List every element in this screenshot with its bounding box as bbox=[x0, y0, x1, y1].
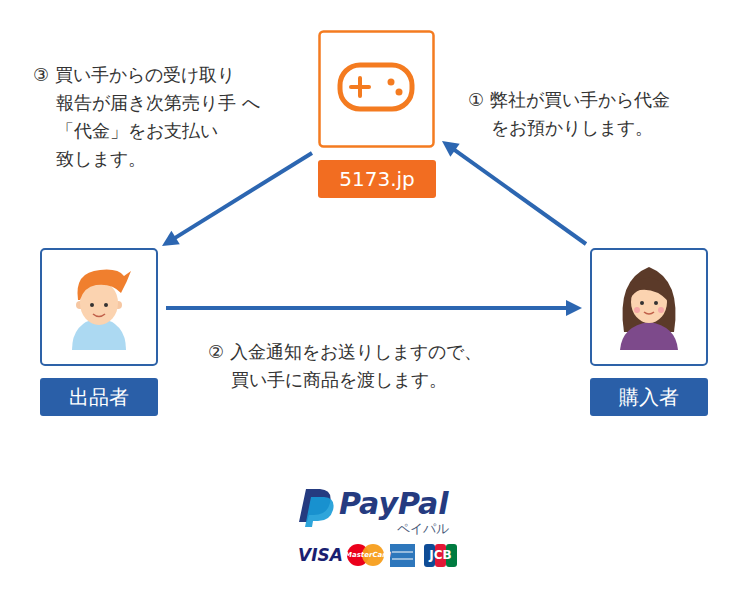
paypal-mark bbox=[305, 497, 334, 527]
gamepad-cross bbox=[358, 78, 362, 96]
card-brand: JCB bbox=[424, 547, 457, 563]
step-label: ③ 買い手からの受け取り 報告が届き次第売り手 へ「代金」をお支払い 致します。 bbox=[33, 61, 306, 173]
man-hair bbox=[77, 270, 131, 300]
woman-blush bbox=[634, 307, 640, 313]
amex-stripe bbox=[392, 559, 413, 560]
flow-arrow bbox=[162, 153, 312, 246]
buyer-node: 購入者 bbox=[590, 248, 708, 418]
arrow-head bbox=[162, 231, 180, 246]
amex-stripe bbox=[392, 552, 413, 553]
node-label: 出品者 bbox=[40, 378, 158, 416]
man-eye bbox=[90, 303, 94, 307]
step-label: ② 入金通知をお送りしますので、 買い手に商品を渡します。 bbox=[208, 338, 561, 394]
arrow-line bbox=[453, 149, 586, 244]
woman-bangs bbox=[630, 278, 668, 301]
site-node: 5173.jp bbox=[318, 30, 436, 200]
man-mouth bbox=[93, 314, 105, 317]
gamepad-button bbox=[388, 79, 395, 86]
woman-eye bbox=[640, 301, 644, 305]
flow-arrow bbox=[442, 141, 586, 244]
node-label: 購入者 bbox=[590, 378, 708, 416]
brand-reading: ペイパル bbox=[397, 521, 449, 536]
seller-node: 出品者 bbox=[40, 248, 158, 418]
arrow-line bbox=[166, 306, 568, 310]
gamepad-button bbox=[396, 89, 403, 96]
person-box bbox=[41, 249, 157, 365]
man-eye bbox=[104, 303, 108, 307]
woman-mouth bbox=[644, 312, 654, 314]
woman-eye bbox=[654, 301, 658, 305]
gamepad-icon bbox=[340, 65, 412, 109]
icon-box bbox=[320, 32, 434, 147]
flow-arrow bbox=[166, 300, 582, 316]
person-box bbox=[591, 249, 707, 365]
arrow-head bbox=[442, 141, 460, 157]
amex-logo bbox=[390, 544, 415, 567]
arrow-line bbox=[174, 153, 312, 239]
step-label: ① 弊社が買い手から代金 をお預かりします。 bbox=[468, 86, 736, 142]
card-brand: VISA bbox=[298, 544, 343, 566]
woman-hair bbox=[622, 267, 675, 332]
woman-blush bbox=[658, 307, 664, 313]
card-brand: MasterCard bbox=[345, 550, 386, 560]
woman-shirt bbox=[620, 322, 678, 350]
arrow-head bbox=[566, 300, 582, 316]
brand-name: PayPal bbox=[339, 487, 449, 521]
node-label: 5173.jp bbox=[318, 160, 436, 198]
